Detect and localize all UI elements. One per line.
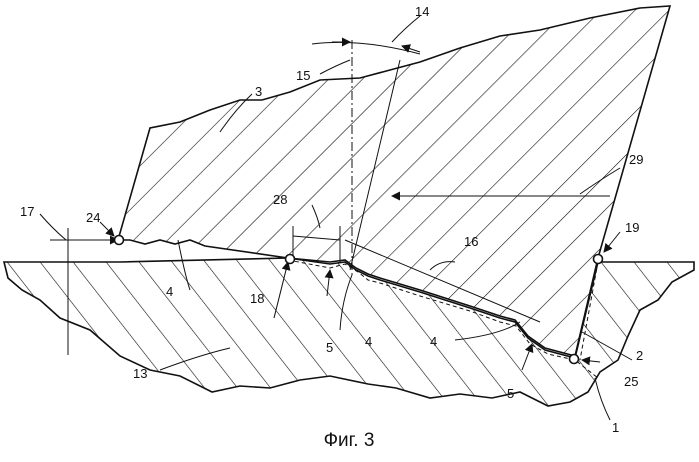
- arrow-14b: [402, 46, 420, 52]
- label-13: 13: [133, 366, 147, 381]
- figure-caption: Фиг. 3: [324, 430, 375, 451]
- leader-1: [595, 378, 610, 420]
- leader-14: [392, 16, 420, 42]
- label-17: 17: [20, 204, 34, 219]
- arrow-24: [100, 222, 114, 236]
- label-2: 2: [636, 348, 643, 363]
- angle-arc-14: [312, 42, 420, 54]
- label-29: 29: [629, 152, 643, 167]
- label-19: 19: [625, 220, 639, 235]
- label-4a: 4: [166, 284, 173, 299]
- leader-17: [40, 214, 66, 240]
- label-18: 18: [250, 291, 264, 306]
- label-25: 25: [624, 374, 638, 389]
- label-16: 16: [464, 234, 478, 249]
- label-15: 15: [296, 68, 310, 83]
- label-14: 14: [415, 4, 429, 19]
- point-25: [570, 355, 579, 364]
- leader-15: [320, 60, 350, 74]
- label-4c: 4: [430, 334, 437, 349]
- point-19: [594, 255, 603, 264]
- label-3: 3: [255, 84, 262, 99]
- point-18: [286, 255, 295, 264]
- label-1: 1: [612, 420, 619, 435]
- label-28: 28: [273, 192, 287, 207]
- label-5a: 5: [326, 340, 333, 355]
- label-5b: 5: [507, 386, 514, 401]
- label-24: 24: [86, 210, 100, 225]
- label-4b: 4: [365, 334, 372, 349]
- point-24: [115, 236, 124, 245]
- arrow-19: [604, 232, 620, 252]
